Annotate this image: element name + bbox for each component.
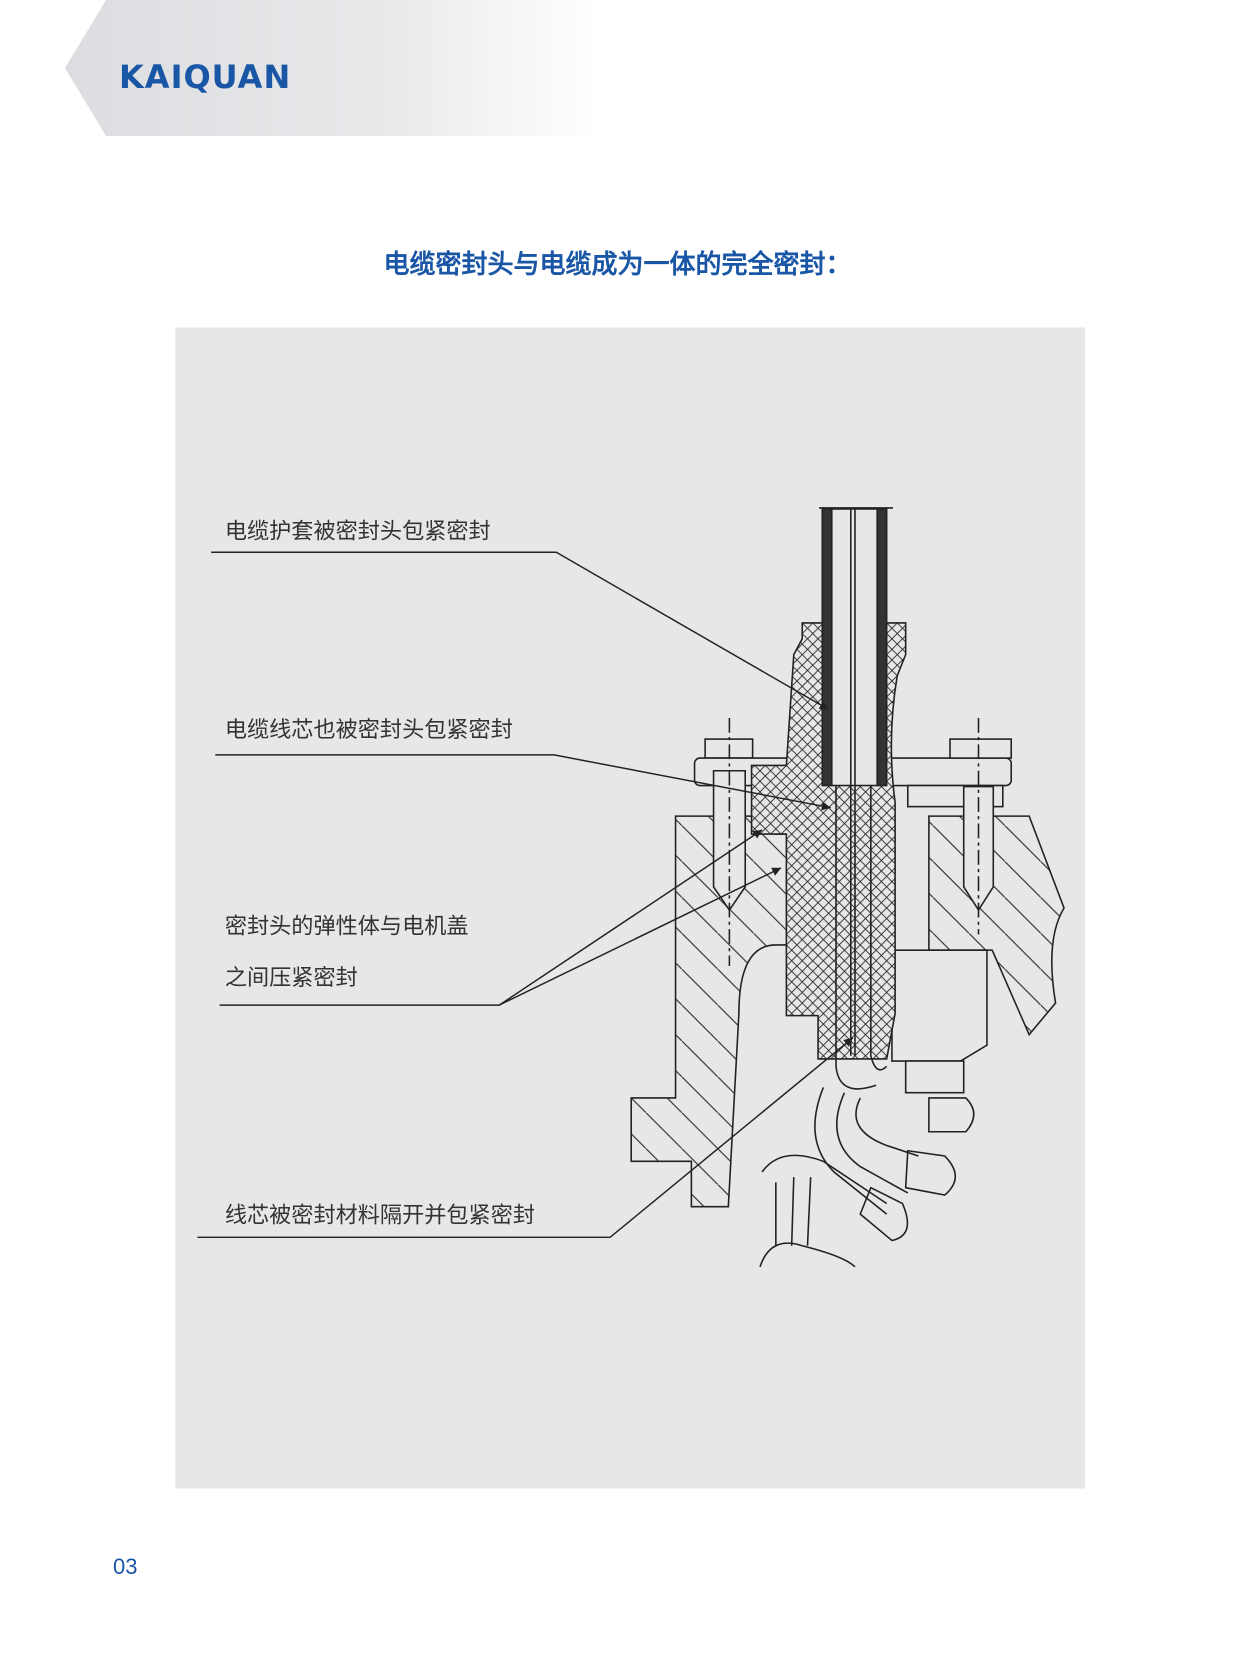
terminal-box [891,949,988,1094]
callout-lines [197,551,854,1239]
label-elastomer-line2: 之间压紧密封 [225,965,358,991]
bolts [712,717,995,967]
label-sheath-sealed: 电缆护套被密封头包紧密封 [225,519,491,545]
label-cores-separated: 线芯被密封材料隔开并包紧密封 [225,1203,535,1229]
kaiquan-logo: KAIQUAN [119,58,292,96]
wire-bundle [759,1087,975,1268]
label-core-sealed: 电缆线芯也被密封头包紧密封 [225,717,513,743]
cable [819,507,893,1090]
page-number: 03 [113,1554,138,1579]
page-title: 电缆密封头与电缆成为一体的完全密封： [383,250,852,280]
header-band [65,0,600,136]
label-elastomer-line1: 密封头的弹性体与电机盖 [225,913,469,939]
motor-housing [630,815,1065,1208]
